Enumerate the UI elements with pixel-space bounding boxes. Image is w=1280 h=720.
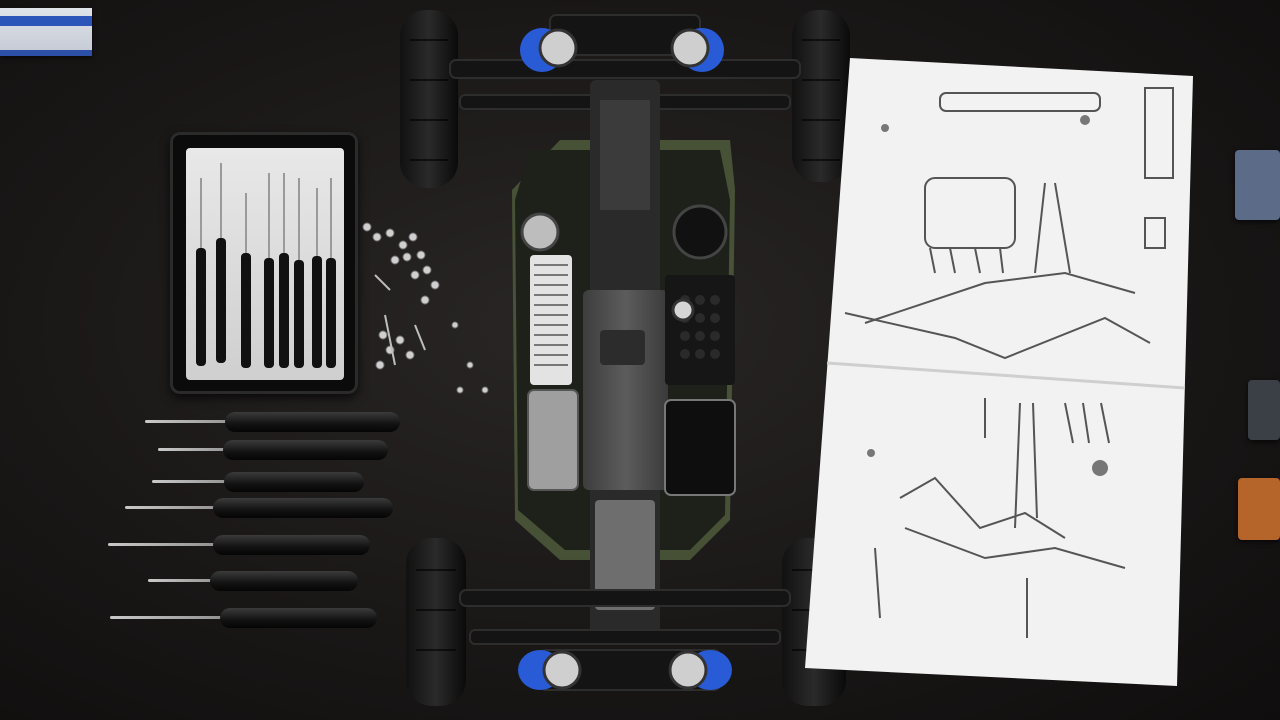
screwdriver-tray — [170, 132, 358, 394]
screwdriver — [125, 498, 393, 518]
battery-pack — [1248, 380, 1280, 440]
screwdriver — [152, 472, 364, 492]
screwdriver — [145, 412, 400, 432]
screwdriver-set — [0, 0, 420, 650]
tray-screwdrivers — [196, 163, 336, 368]
instruction-manual — [805, 58, 1193, 686]
battery-pack — [1238, 478, 1280, 540]
screwdriver — [158, 440, 388, 460]
battery-pack — [1235, 150, 1280, 220]
screwdriver — [108, 535, 370, 555]
rc-car-chassis — [400, 10, 850, 706]
ruler — [0, 8, 92, 56]
tray-insert — [186, 148, 344, 380]
screw-pile — [362, 222, 489, 394]
shock-absorber — [520, 28, 724, 72]
shock-absorber — [518, 650, 732, 690]
screwdriver — [148, 571, 358, 591]
screwdriver — [110, 608, 377, 628]
